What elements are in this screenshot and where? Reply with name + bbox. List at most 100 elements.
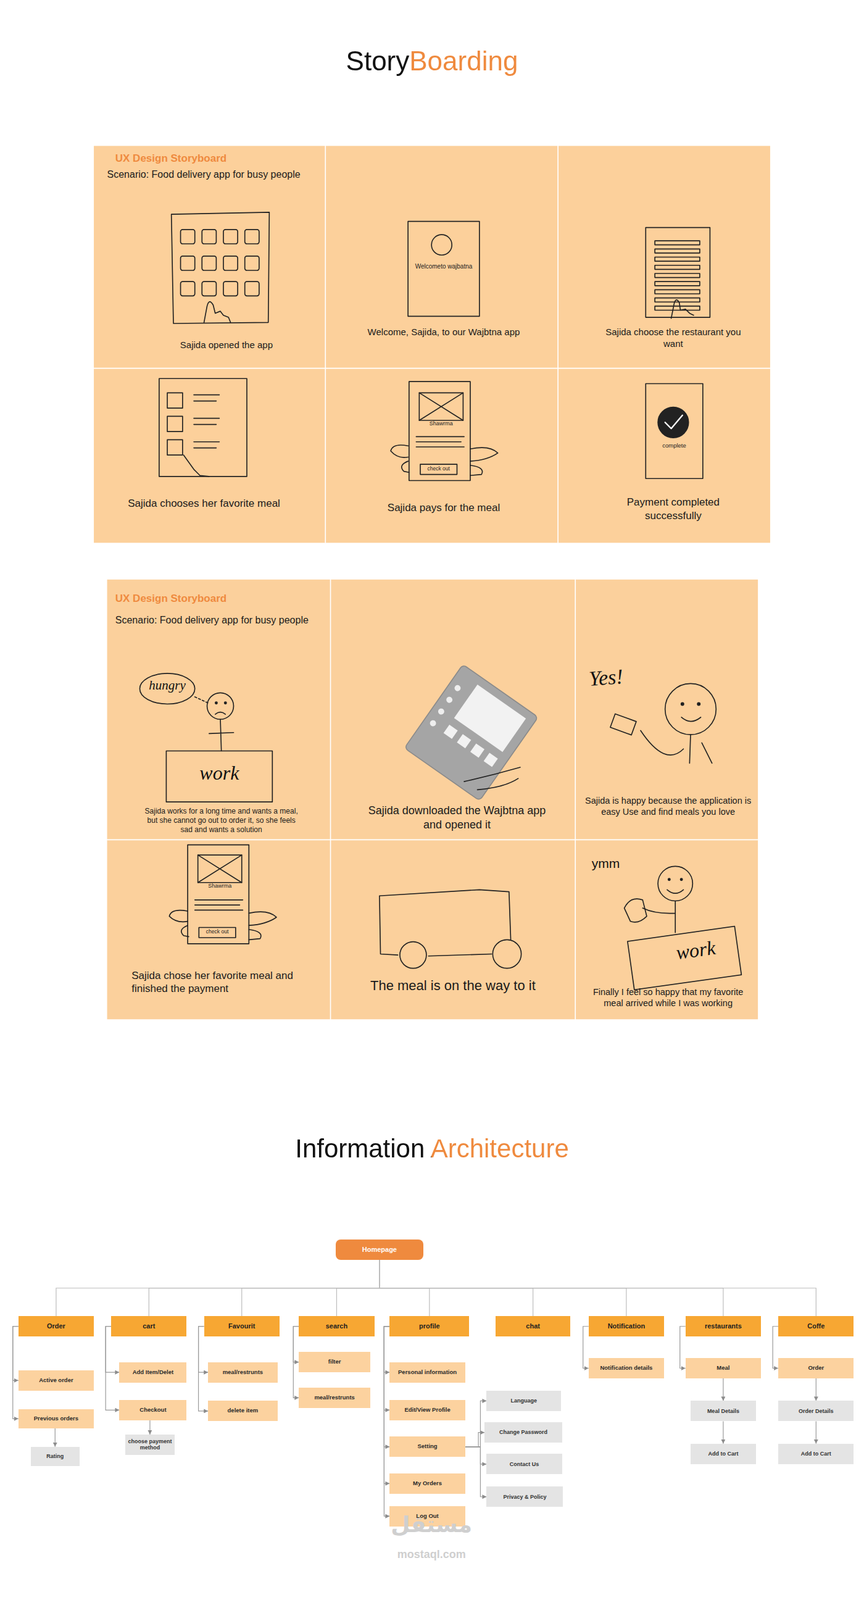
box-label: Homepage [362, 1245, 397, 1254]
box-label: Favourit [228, 1321, 255, 1330]
label-wrap: check out [198, 928, 236, 935]
label-wrap: check out [420, 465, 458, 472]
box-label: Add to Cart [707, 1450, 739, 1457]
section-box: Favourit [204, 1315, 280, 1337]
panel-caption: Sajida chose her favorite meal and finis… [131, 968, 316, 996]
hierarchy-arrow [383, 1326, 390, 1447]
section-box: search [298, 1315, 374, 1337]
watermark: مستقل [329, 1512, 534, 1537]
hierarchy-arrow [383, 1326, 390, 1484]
box-label: Notification [607, 1321, 646, 1330]
caption-wrap: Sajida is happy because the application … [581, 794, 755, 818]
label-wrap: Information Architecture [0, 1134, 864, 1163]
subpage-box: Order Details [778, 1400, 854, 1421]
hierarchy-arrow [12, 1326, 19, 1419]
desk-text: work [176, 762, 263, 784]
hierarchy-arrow [815, 1420, 817, 1443]
box-label: choose payment method [127, 1437, 172, 1451]
storyboard-panel: Payment completed successfully [557, 368, 771, 544]
label-wrap: mostaql.com [329, 1548, 534, 1561]
panel-caption: Finally I feel so happy that my favorite… [586, 986, 750, 1009]
board-heading: UX Design Storyboard [115, 591, 320, 605]
hierarchy-arrow [465, 1432, 485, 1447]
section-box: restaurants [685, 1315, 761, 1337]
storyboard-panel: Welcome, Sajida, to our Wajbtna app [325, 145, 558, 368]
page-box: Edit/View Profile [389, 1399, 465, 1421]
box-label: Meal [716, 1364, 730, 1372]
box-label: cart [142, 1321, 155, 1330]
panel-caption: Welcome, Sajida, to our Wajbtna app [367, 326, 521, 339]
section-box: Notification [588, 1315, 665, 1337]
caption-wrap: Sajida choose the restaurant you want [596, 326, 750, 350]
subpage-box: Change Password [484, 1421, 563, 1443]
hierarchy-arrow [722, 1378, 724, 1401]
hierarchy-arrow [12, 1326, 19, 1381]
box-label: Order [807, 1364, 824, 1372]
caption-wrap: UX Design Storyboard [115, 151, 320, 165]
caption-wrap: Scenario: Food delivery app for busy peo… [107, 168, 324, 181]
panel-caption: Sajida opened the app [145, 339, 308, 352]
box-label: Edit/View Profile [404, 1406, 450, 1414]
hierarchy-arrow [383, 1326, 390, 1372]
hierarchy-arrow [293, 1326, 299, 1363]
exclamation: ymm [591, 855, 644, 871]
panel-caption: Sajida chooses her favorite meal [127, 496, 281, 510]
hierarchy-arrow [465, 1446, 487, 1497]
box-label: Personal information [398, 1368, 457, 1376]
page-box: meal/restrunts [207, 1362, 278, 1383]
caption-wrap: Sajida opened the app [145, 339, 308, 352]
subpage-box: choose payment method [125, 1434, 175, 1455]
label-wrap: complete [645, 442, 703, 449]
storyboard-panel: Sajida pays for the meal [325, 368, 558, 544]
subpage-box: Language [486, 1390, 561, 1411]
box-label: Setting [417, 1442, 437, 1450]
caption-wrap: UX Design Storyboard [115, 591, 320, 605]
dish-name: Shawrma [198, 883, 242, 890]
caption-wrap: Sajida works for a long time and wants a… [141, 806, 302, 835]
tree-branch [148, 1259, 380, 1316]
page-box: Notification details [588, 1357, 665, 1379]
caption-wrap: Sajida pays for the meal [341, 501, 547, 515]
subpage-box: Meal Details [690, 1400, 756, 1421]
box-label: search [325, 1321, 348, 1330]
screen-text: Welcometo wajbatna [412, 262, 476, 270]
page-box: delete item [207, 1400, 278, 1421]
page-box: meal/restrunts [298, 1387, 371, 1408]
exclamation: Yes! [575, 664, 637, 692]
tree-branch [241, 1259, 380, 1316]
storyboard-panel: The meal is on the way to it [330, 839, 576, 1019]
section-box: Order [18, 1315, 94, 1337]
caption-wrap: Scenario: Food delivery app for busy peo… [115, 614, 325, 627]
box-label: chat [525, 1321, 540, 1330]
panel-caption: Sajida works for a long time and wants a… [141, 806, 302, 835]
page-box: Order [778, 1357, 854, 1379]
storyboard-panel: Sajida downloaded the Wajbtna app and op… [330, 579, 576, 840]
box-label: Checkout [139, 1406, 167, 1414]
box-label: profile [419, 1321, 441, 1330]
hierarchy-arrow [105, 1326, 120, 1411]
box-label: Order Details [798, 1407, 834, 1414]
page-box: filter [298, 1351, 371, 1372]
label-wrap: hungry [140, 678, 194, 693]
hierarchy-arrow [54, 1428, 56, 1447]
page-box: Previous orders [18, 1408, 94, 1429]
section-box: cart [111, 1315, 187, 1337]
box-label: meal/restrunts [314, 1394, 355, 1401]
label-wrap: Shawrma [198, 883, 242, 890]
caption-wrap: Welcome, Sajida, to our Wajbtna app [367, 326, 521, 339]
box-label: Contact Us [509, 1460, 540, 1467]
box-label: Add to Cart [801, 1450, 832, 1457]
label-wrap: Shawrma [419, 420, 463, 428]
tree-branch [336, 1259, 379, 1316]
page-box: Add Item/Delet [119, 1362, 187, 1383]
label-wrap: work [651, 933, 740, 968]
label-wrap: Yes! [575, 664, 637, 692]
button-text: check out [198, 928, 236, 935]
hierarchy-arrow [149, 1420, 150, 1435]
caption-wrap: Sajida downloaded the Wajbtna app and op… [365, 803, 550, 832]
subpage-box: Privacy & Policy [486, 1486, 563, 1507]
subpage-box: Contact Us [486, 1453, 562, 1474]
panel-caption: Payment completed successfully [606, 495, 740, 523]
hierarchy-arrow [465, 1446, 487, 1464]
status-text: complete [645, 442, 703, 449]
